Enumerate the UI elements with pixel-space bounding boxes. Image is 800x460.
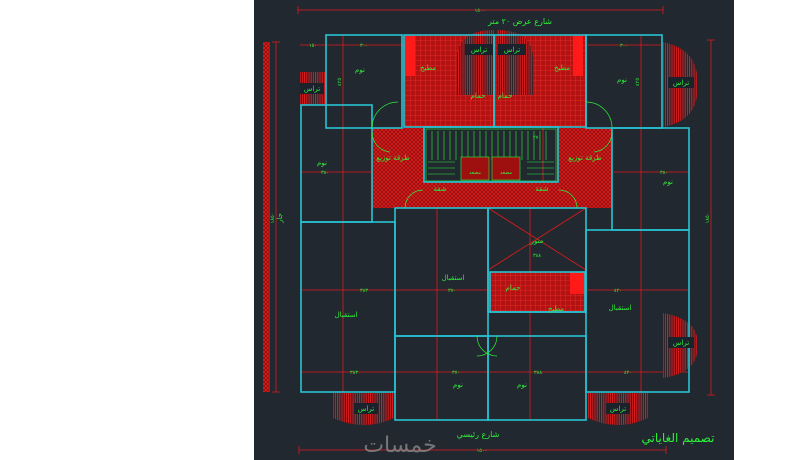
room-label: تراس	[504, 46, 520, 54]
dimension-text: ١٥٠	[309, 43, 317, 49]
dimension-text: ٢٧٠	[533, 135, 541, 141]
room-label: تراس	[673, 79, 689, 87]
room-label: مطبخ	[548, 305, 564, 313]
top-street-label: شارع عرض ٢٠ متر	[487, 17, 552, 26]
room-label: حمام	[471, 92, 486, 100]
dimension-text: ٣٨٠	[321, 170, 329, 176]
dimension-text: ٣٨٨	[533, 253, 541, 259]
room-label: تراس	[471, 46, 487, 54]
room-label: تراس	[304, 85, 320, 93]
room-label: طرقة توزيع	[376, 154, 410, 162]
staircase	[425, 128, 557, 182]
dimension-text: ٣٧٠	[452, 370, 460, 376]
room-label: نوم	[317, 159, 327, 167]
dimension-labels: ١٥٠٠ ١٥٠٠ ١٨٥٠ ١٨٥٠ ٣٠٠ ٣٠٠ ١٥٠ ٤٢٥ ٤٢٥ …	[270, 8, 711, 454]
dimension-text: ١٥٠٠	[477, 448, 488, 454]
room-label: شقة	[433, 185, 446, 193]
dimension-text: ٣٠٠	[620, 43, 628, 49]
dimension-text: ١٨٥٠	[705, 213, 711, 224]
dimension-text: ٤٢٥	[635, 78, 641, 86]
room-label: طرقة توزيع	[568, 154, 602, 162]
room-label: استقبال	[335, 311, 358, 319]
room-label: تراس	[610, 405, 626, 413]
neighbor-boundary	[263, 42, 270, 392]
dimension-text: ٣٨٣	[350, 370, 358, 376]
room-label: استقبال	[609, 304, 632, 312]
dimension-text: ١٨٥٠	[270, 213, 276, 224]
dimension-text: ٤٢٥	[337, 78, 343, 86]
dimension-text: ٤٢٠	[614, 288, 622, 294]
room-labels: شارع عرض ٢٠ متر شارع رئيسي جار نوم نوم ن…	[276, 17, 694, 439]
bottom-street-label: شارع رئيسي	[457, 430, 500, 439]
walls	[300, 34, 690, 421]
dimension-text: ٣٧٠	[448, 288, 456, 294]
room-label: شقة	[535, 185, 548, 193]
room-label: تراس	[358, 405, 374, 413]
room-label: مصعد	[500, 170, 512, 176]
room-label: استقبال	[442, 274, 465, 282]
dimension-text: ٣٨٨	[534, 370, 542, 376]
dimension-text: ٤٢٠	[624, 370, 632, 376]
drawing-title: تصميم الغاياتي	[642, 431, 715, 445]
room-label: مصعد	[469, 170, 481, 176]
room-label: نوم	[453, 381, 463, 389]
room-label: حمام	[498, 92, 513, 100]
room-label: نوم	[517, 381, 527, 389]
room-label: منور	[530, 237, 544, 245]
dimension-text: ١٥٠٠	[475, 8, 486, 14]
room-label: نوم	[355, 66, 365, 74]
neighbor-label: جار	[276, 213, 284, 224]
room-label: حمام	[506, 284, 521, 292]
room-label: مطبخ	[554, 64, 570, 72]
dimension-text: ٣٨٣	[360, 288, 368, 294]
dimension-text: ٣٠٠	[360, 43, 368, 49]
dimension-text: ٣٨٠	[660, 170, 668, 176]
room-label: نوم	[617, 76, 627, 84]
watermark-logo: خمسات	[363, 433, 436, 458]
room-label: نوم	[663, 178, 673, 186]
room-label: تراس	[673, 339, 689, 347]
room-label: مطبخ	[420, 64, 436, 72]
